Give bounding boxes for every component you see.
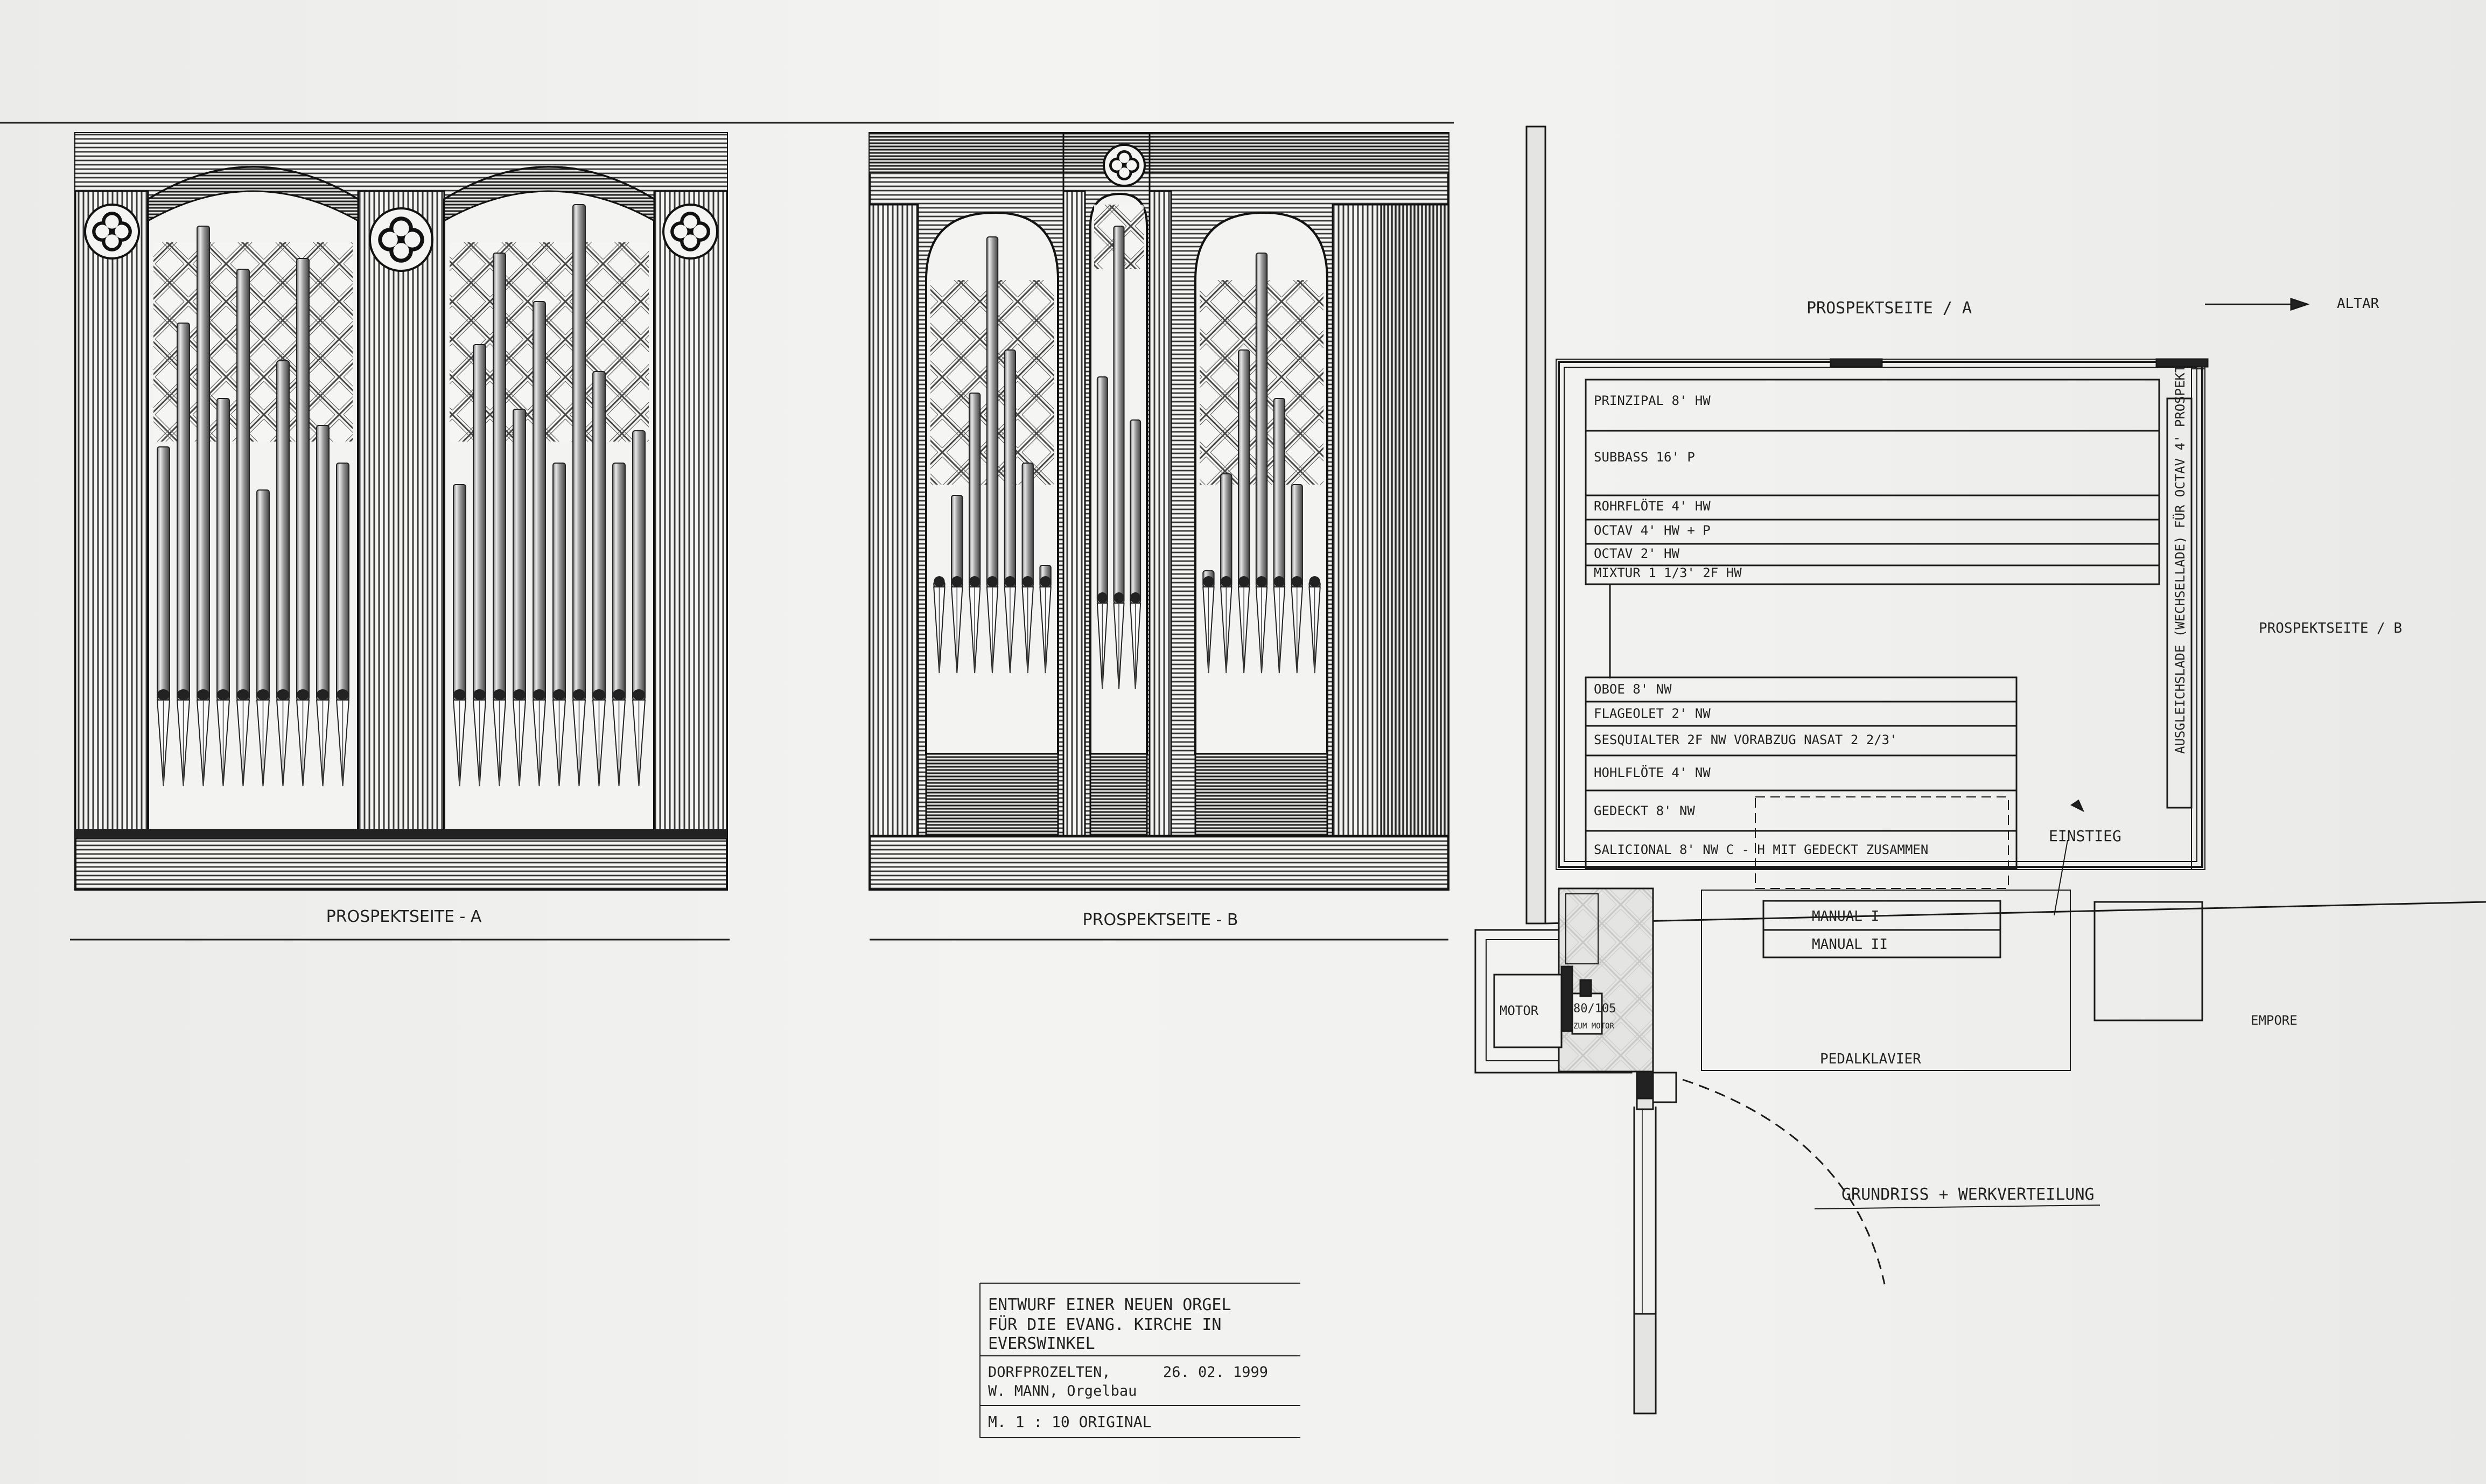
drawing-scale: M. 1 : 10 ORIGINAL <box>988 1413 1151 1431</box>
label-manual-2: MANUAL II <box>1812 936 1888 953</box>
register-label: SUBBASS 16' P <box>1594 450 1695 465</box>
title-line-1: ENTWURF EINER NEUEN ORGEL <box>988 1296 1231 1314</box>
register-label: ROHRFLÖTE 4' HW <box>1594 498 1711 514</box>
title-line-3: EVERSWINKEL <box>988 1334 1095 1353</box>
register-label: OCTAV 4' HW + P <box>1594 523 1711 538</box>
label-prospect-b: PROSPEKTSEITE / B <box>2259 620 2402 636</box>
register-label: GEDECKT 8' NW <box>1594 803 1695 818</box>
title-block: ENTWURF EINER NEUEN ORGEL FÜR DIE EVANG.… <box>979 1283 1300 1438</box>
label-prospect-a: PROSPEKTSEITE / A <box>1806 299 1972 318</box>
maker-line-2: W. MANN, Orgelbau <box>988 1383 1137 1399</box>
register-label: OCTAV 2' HW <box>1594 546 1679 561</box>
drawing-date: 26. 02. 1999 <box>1163 1364 1268 1381</box>
caption-elevation-a: PROSPEKTSEITE - A <box>326 907 482 926</box>
register-label: SALICIONAL 8' NW C - H MIT GEDECKT ZUSAM… <box>1594 842 1928 857</box>
register-label: FLAGEOLET 2' NW <box>1594 706 1711 721</box>
label-duct-sub: ZUM MOTOR <box>1573 1022 1614 1031</box>
label-einstieg: EINSTIEG <box>2049 827 2121 845</box>
caption-elevation-b: PROSPEKTSEITE - B <box>1083 911 1238 929</box>
label-vertical-chest: AUSGLEICHSLADE (WECHSELLADE) FÜR OCTAV 4… <box>2172 365 2188 754</box>
register-label: SESQUIALTER 2F NW VORABZUG NASAT 2 2/3' <box>1594 732 1897 747</box>
label-manual-1: MANUAL I <box>1812 908 1879 925</box>
label-altar: ALTAR <box>2337 296 2379 312</box>
maker-line-1: DORFPROZELTEN, <box>988 1364 1111 1381</box>
register-label: OBOE 8' NW <box>1594 682 1672 697</box>
floor-plan <box>1474 125 2486 1415</box>
register-label: HOHLFLÖTE 4' NW <box>1594 765 1711 780</box>
register-label: MIXTUR 1 1/3' 2F HW <box>1594 565 1742 580</box>
label-duct-size: 80/105 <box>1573 1002 1616 1016</box>
label-motor: MOTOR <box>1500 1003 1539 1018</box>
elevation-a <box>74 132 728 891</box>
label-pedal: PEDALKLAVIER <box>1820 1051 1921 1067</box>
label-section-title: GRUNDRISS + WERKVERTEILUNG <box>1841 1185 2095 1204</box>
title-line-2: FÜR DIE EVANG. KIRCHE IN <box>988 1315 1221 1334</box>
elevation-b <box>869 132 1449 891</box>
register-label: PRINZIPAL 8' HW <box>1594 393 1711 408</box>
plan-labels: PROSPEKTSEITE / A ALTAR PROSPEKTSEITE / … <box>1500 296 2402 1204</box>
label-empore: EMPORE <box>2251 1013 2298 1028</box>
